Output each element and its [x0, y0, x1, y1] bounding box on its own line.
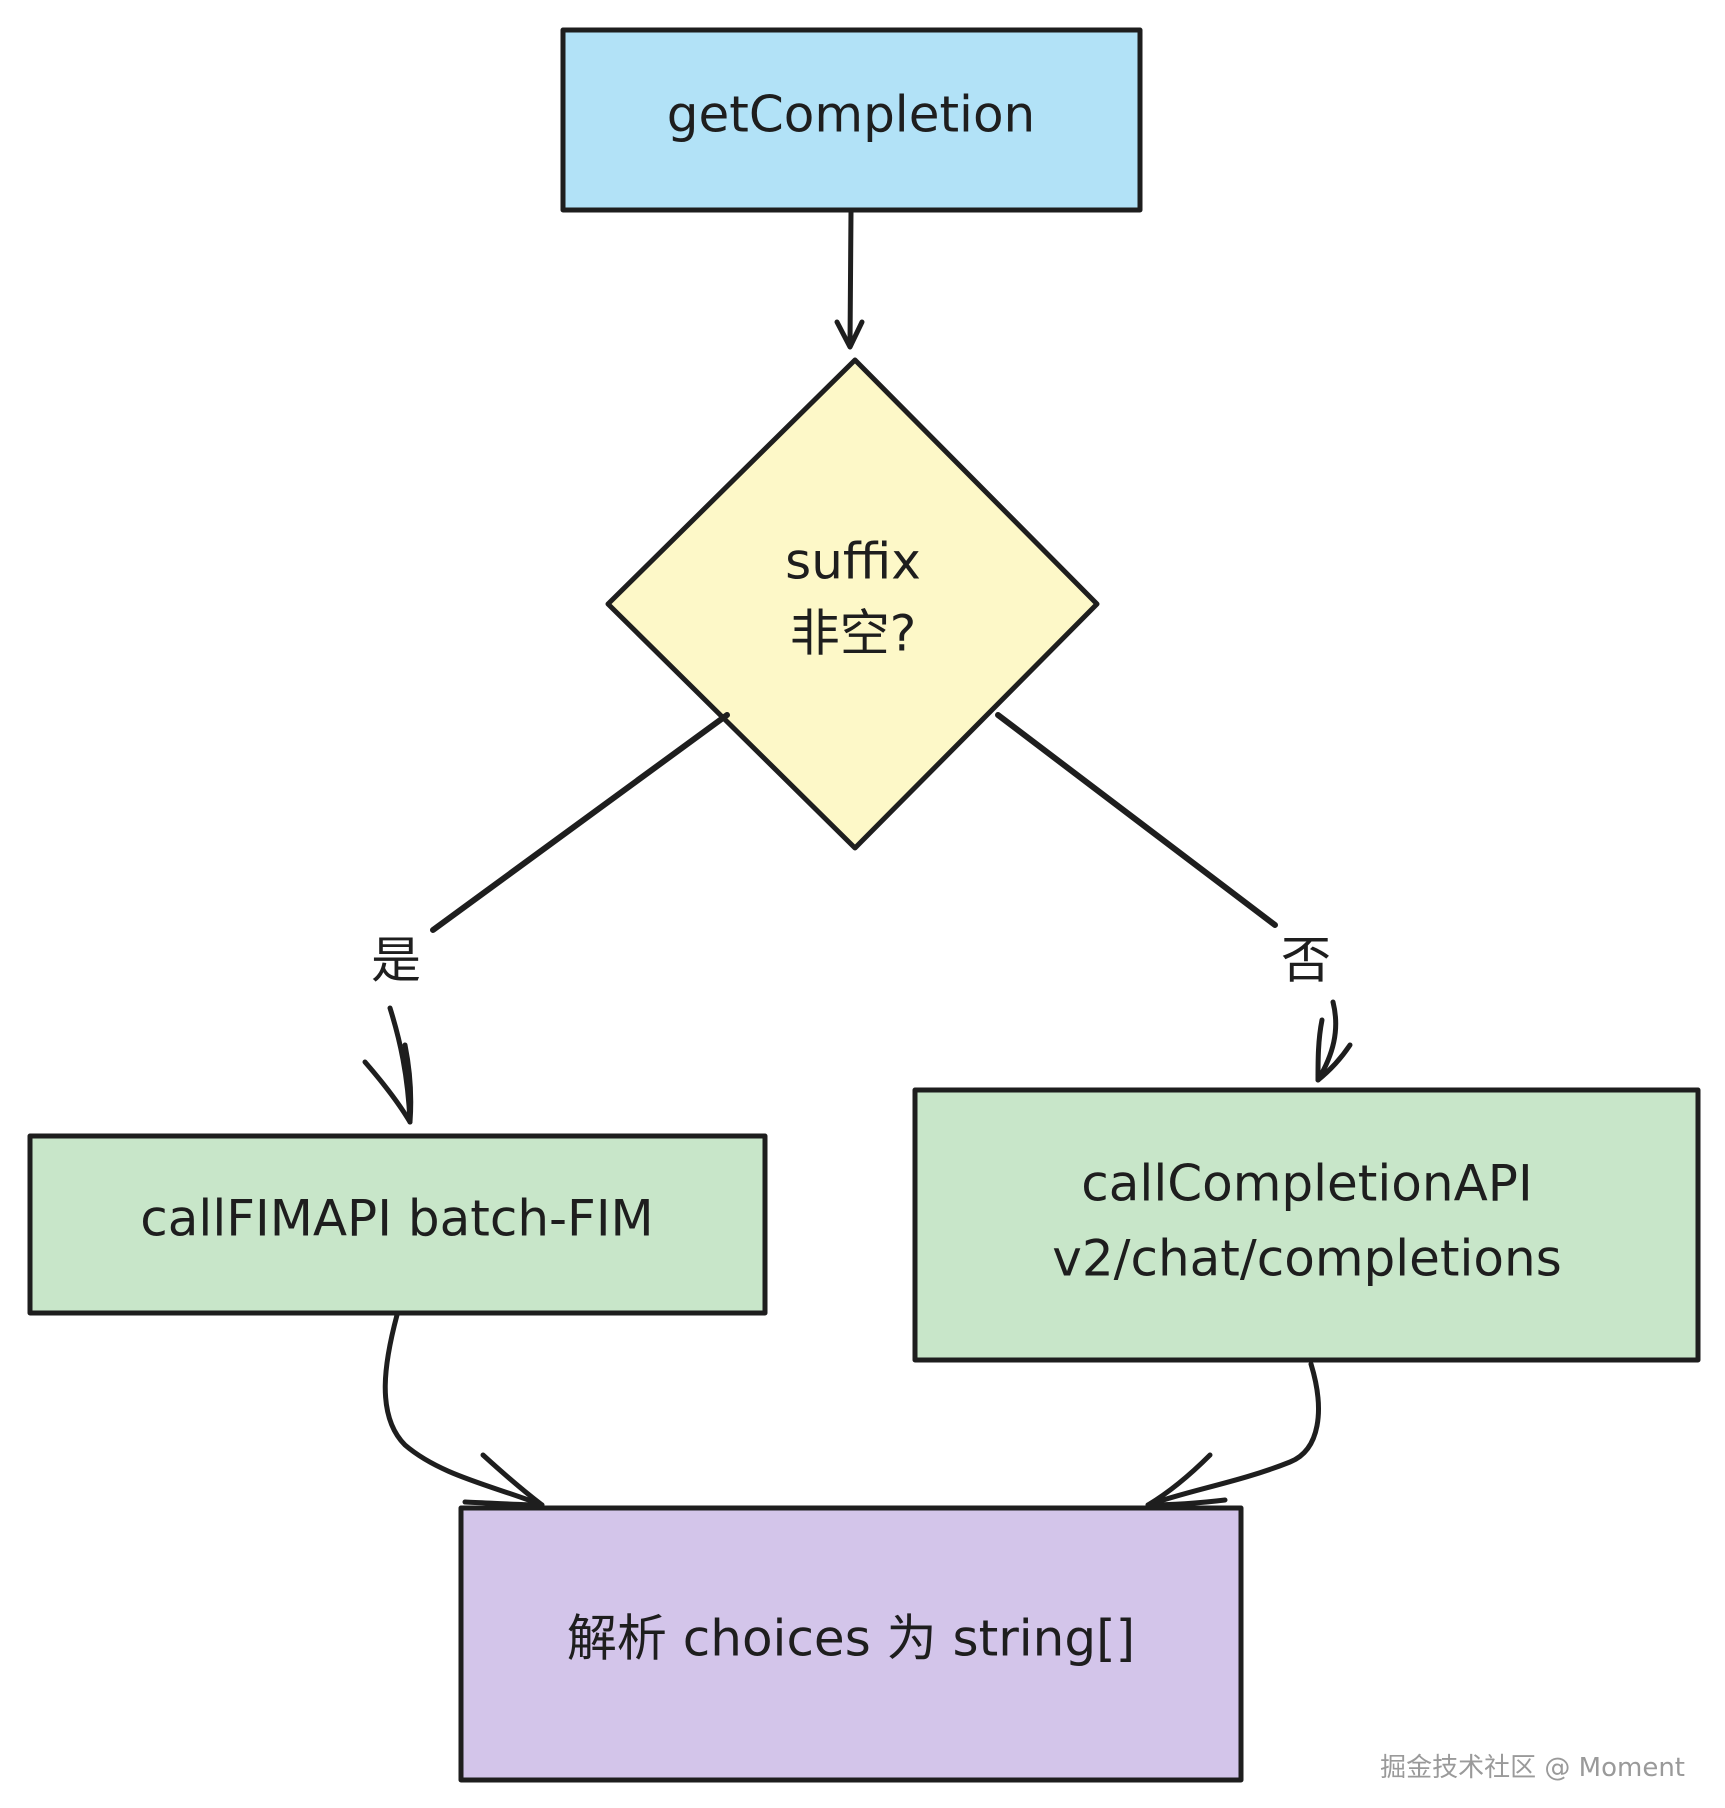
completion-node-line2: v2/chat/completions [1052, 1230, 1562, 1288]
watermark: 掘金技术社区 @ Moment [1380, 1753, 1685, 1783]
arrow-decision-to-completion [995, 712, 1353, 1083]
parse-node: 解析 choices 为 string[] [458, 1505, 1244, 1783]
arrow-start-to-decision [834, 209, 865, 350]
start-node: getCompletion [560, 27, 1143, 213]
start-node-label: getCompletion [667, 86, 1035, 144]
decision-node-line1: suffix [785, 533, 921, 591]
decision-node-shape [605, 357, 1100, 851]
yes-label: 是 [371, 932, 421, 990]
fim-node-label: callFIMAPI batch-FIM [140, 1190, 653, 1248]
fim-node-box [27, 1133, 768, 1316]
fim-node: callFIMAPI batch-FIM [27, 1133, 768, 1316]
arrow-decision-to-fim [362, 712, 730, 1125]
no-label: 否 [1281, 932, 1331, 990]
parse-node-box [458, 1505, 1244, 1783]
arrow-completion-to-parse [1145, 1361, 1321, 1508]
decision-node-line2: 非空? [790, 605, 917, 663]
completion-node: callCompletionAPI v2/chat/completions [912, 1087, 1701, 1363]
arrow-fim-to-parse [382, 1312, 545, 1508]
completion-node-box [912, 1087, 1701, 1363]
parse-node-label: 解析 choices 为 string[] [567, 1610, 1135, 1668]
start-node-box [560, 27, 1143, 213]
completion-node-line1: callCompletionAPI [1081, 1155, 1532, 1213]
decision-node: suffix 非空? [605, 357, 1100, 851]
